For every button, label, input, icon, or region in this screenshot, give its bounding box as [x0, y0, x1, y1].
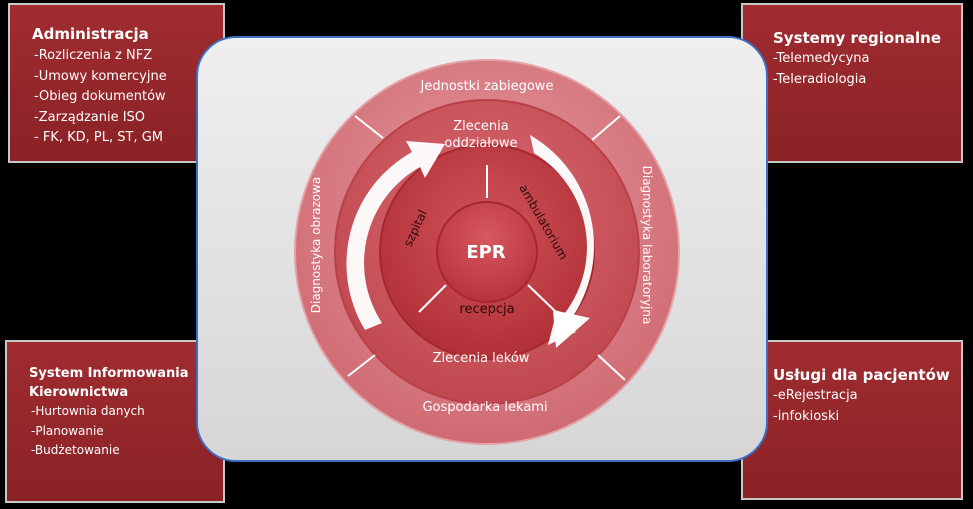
systemy-regionalne-item: -Telemedycyna — [773, 51, 870, 66]
uslugi-item: -eRejestracja — [773, 388, 858, 403]
label-diagnostyka-obrazowa: Diagnostyka obrazowa — [309, 177, 323, 314]
cycle-arrow-left — [346, 141, 445, 330]
label-gospodarka-lekami: Gospodarka lekami — [422, 400, 547, 415]
sik-item: -Budżetowanie — [31, 443, 120, 457]
systemy-regionalne-title: Systemy regionalne — [773, 29, 942, 47]
administracja-item: -Obieg dokumentów — [34, 89, 166, 104]
label-diagnostyka-laboratoryjna: Diagnostyka laboratoryjna — [640, 166, 654, 325]
administracja-item: - FK, KD, PL, ST, GM — [34, 130, 163, 145]
systemy-regionalne-box: Systemy regionalne -Telemedycyna -Telera… — [741, 3, 963, 163]
uslugi-title: Usługi dla pacjentów — [773, 366, 950, 384]
administracja-item: -Zarządzanie ISO — [34, 109, 146, 125]
sik-title-line2: Kierownictwa — [29, 385, 129, 400]
label-epr: EPR — [466, 242, 505, 263]
sik-item: -Hurtownia danych — [31, 404, 145, 418]
core-circle — [436, 201, 538, 303]
label-zlecenia-lekow: Zlecenia leków — [433, 351, 530, 366]
uslugi-item: -infokioski — [773, 408, 840, 424]
label-jednostki-zabiegowe: Jednostki zabiegowe — [420, 79, 554, 94]
sik-title-line1: System Informowania — [29, 366, 189, 381]
administracja-item: -Rozliczenia z NFZ — [34, 48, 153, 63]
cycle-arrowhead-bottom — [553, 310, 590, 348]
sik-item: -Planowanie — [31, 423, 104, 438]
label-zlecenia: Zlecenia — [453, 119, 508, 134]
administracja-box: Administracja -Rozliczenia z NFZ -Umowy … — [8, 3, 225, 163]
systemy-regionalne-item: -Teleradiologia — [773, 71, 867, 87]
label-recepcja: recepcja — [459, 302, 514, 317]
uslugi-box: Usługi dla pacjentów -eRejestracja -info… — [741, 340, 963, 500]
administracja-title: Administracja — [32, 25, 149, 43]
outer-ring-dividers — [347, 115, 626, 381]
sik-box: System Informowania Kierownictwa -Hurtow… — [5, 340, 225, 503]
cycle-arrow-right — [530, 135, 595, 345]
label-oddzialowe: oddziałowe — [444, 136, 517, 151]
administracja-item: -Umowy komercyjne — [34, 68, 167, 84]
inner-ring-dividers — [418, 165, 557, 313]
